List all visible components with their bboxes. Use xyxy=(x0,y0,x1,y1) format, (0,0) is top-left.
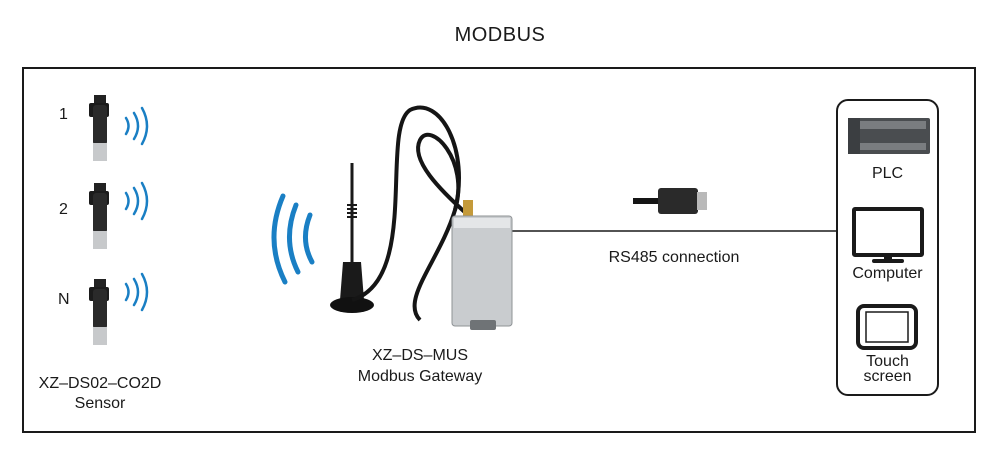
sensor-device-1 xyxy=(89,95,109,161)
sensor-label-line2: Sensor xyxy=(74,395,126,412)
sensor-device-2 xyxy=(89,183,109,249)
computer-icon xyxy=(852,207,924,263)
sensor-number-1: 1 xyxy=(59,106,68,123)
gateway-label-line1: XZ–DS–MUS xyxy=(371,347,469,364)
plc-icon xyxy=(848,118,930,154)
signal-icon-gateway xyxy=(271,193,315,285)
computer-label: Computer xyxy=(852,265,923,282)
db9-connector-icon xyxy=(633,188,707,214)
sensor-device-n xyxy=(89,279,109,345)
antenna-cable xyxy=(351,105,461,322)
devices-panel xyxy=(836,99,939,396)
diagram-frame xyxy=(22,67,976,433)
gateway-device xyxy=(451,200,513,330)
plc-label: PLC xyxy=(871,165,904,182)
touch-screen-label-line1: Touch xyxy=(866,353,909,370)
rs485-connection-label: RS485 connection xyxy=(608,249,740,266)
signal-icon-sensor-1 xyxy=(124,106,149,146)
sensor-label-line1: XZ–DS02–CO2D xyxy=(38,375,162,392)
sensor-number-n: N xyxy=(58,291,70,308)
signal-icon-sensor-n xyxy=(124,272,149,312)
antenna-icon xyxy=(330,163,374,313)
touch-screen-icon xyxy=(856,304,918,350)
signal-icon-sensor-2 xyxy=(124,181,149,221)
gateway-label-line2: Modbus Gateway xyxy=(357,368,483,385)
touch-screen-label-line2: screen xyxy=(863,368,912,385)
sensor-number-2: 2 xyxy=(59,201,68,218)
diagram-title: MODBUS xyxy=(454,24,546,46)
